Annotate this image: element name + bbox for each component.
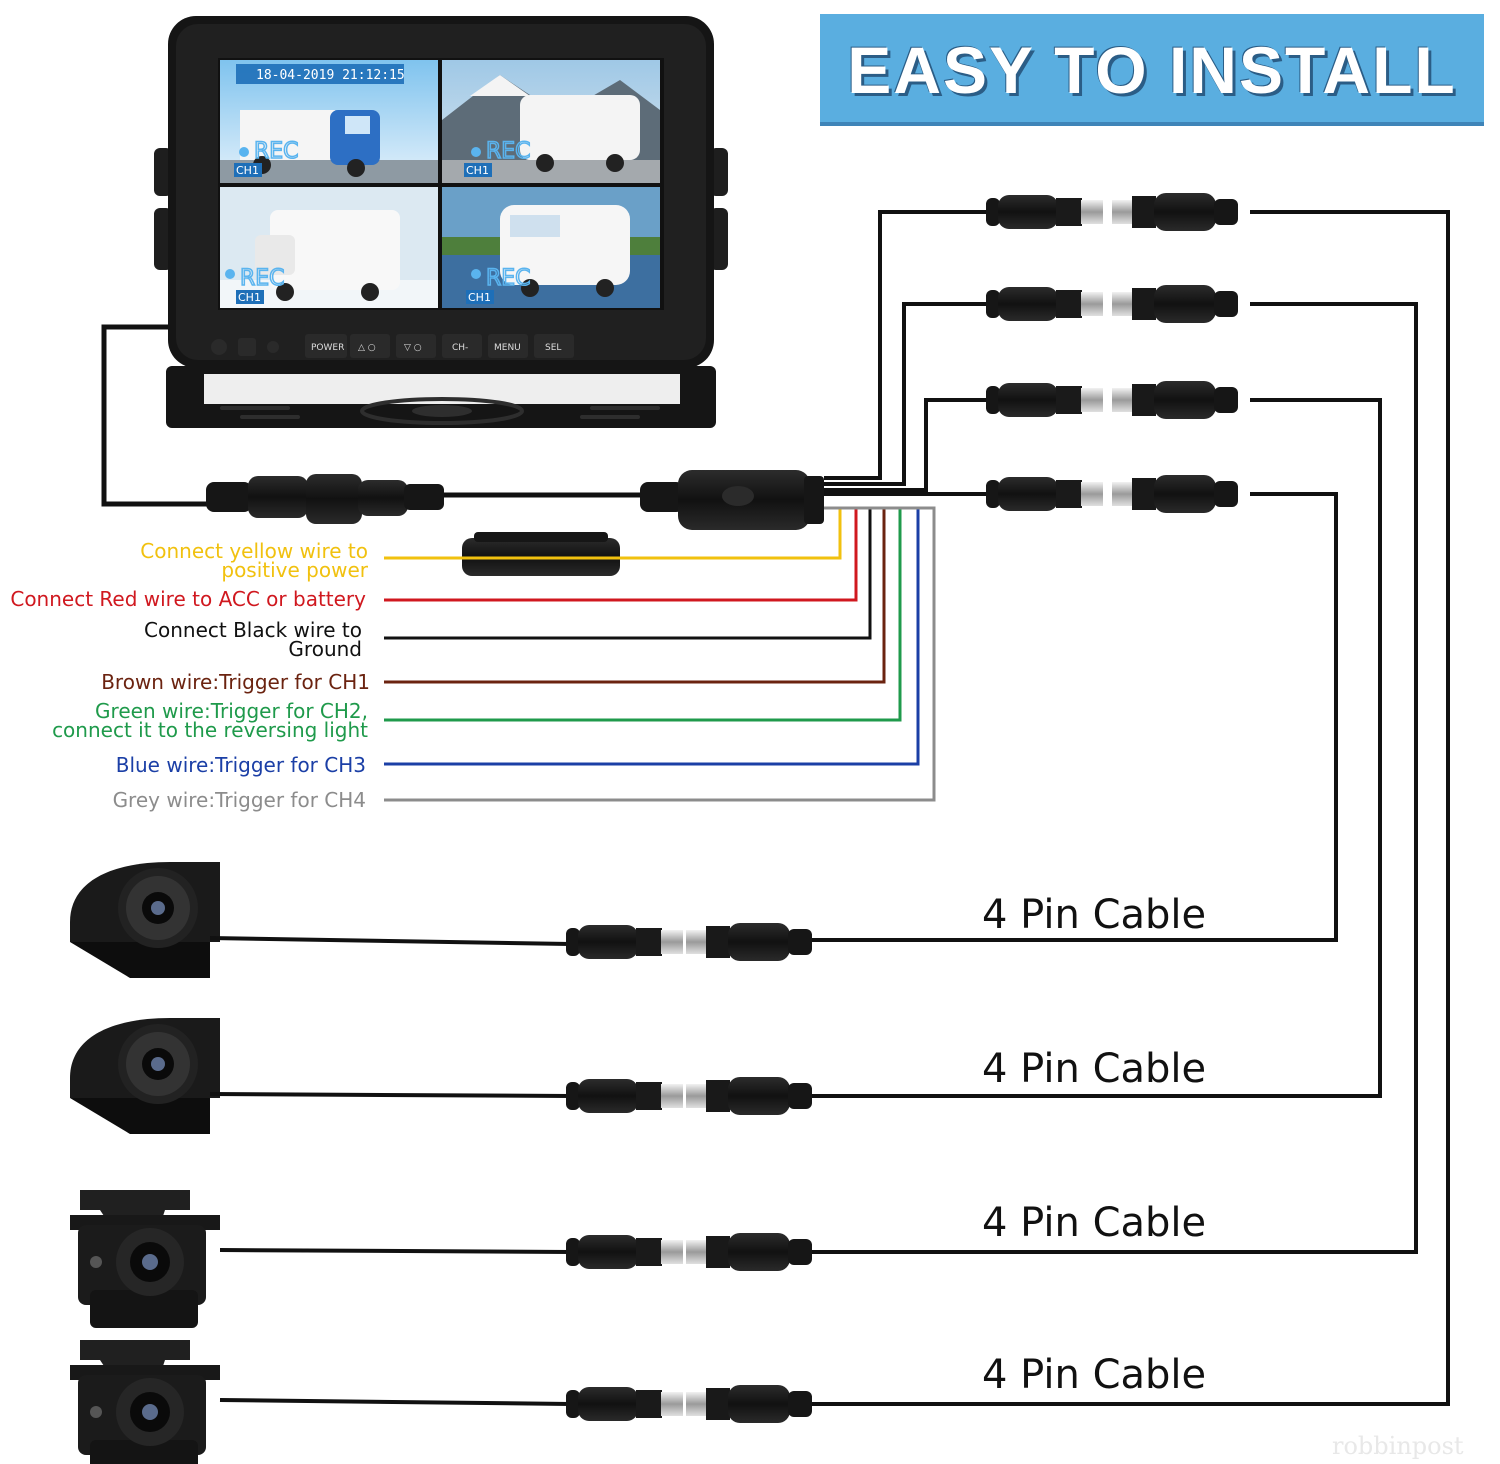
wire-label-yellow: Connect yellow wire to positive power	[140, 539, 368, 582]
wire-label-black: Connect Black wire to Ground	[144, 618, 362, 661]
screen-quadrant-3: REC CH1	[220, 187, 438, 308]
cable-label-3: 4 Pin Cable	[982, 1200, 1207, 1246]
title-banner: EASY TO INSTALL	[820, 14, 1484, 126]
camera-2	[70, 1018, 812, 1134]
rec-label: REC	[254, 139, 299, 164]
wire-label-blue: Blue wire:Trigger for CH3	[115, 753, 366, 777]
monitor-power-cable	[101, 324, 642, 524]
channel-button[interactable]	[442, 334, 482, 358]
fuse-holder	[462, 532, 620, 576]
wire-label-green-line2: connect it to the reversing light	[52, 718, 368, 742]
camera-1	[70, 862, 812, 978]
cable-label-2: 4 Pin Cable	[982, 1046, 1207, 1092]
wire-label-red-line1: Connect Red wire to ACC or battery	[10, 587, 366, 611]
power-button[interactable]	[305, 334, 347, 358]
title-banner-text: EASY TO INSTALL	[847, 33, 1457, 107]
wire-grey	[384, 506, 936, 802]
up-button[interactable]	[350, 334, 390, 358]
monitor-timestamp: 18-04-2019 21:12:15	[256, 68, 405, 83]
down-button[interactable]	[396, 334, 436, 358]
wire-brown	[384, 506, 886, 684]
wire-label-brown: Brown wire:Trigger for CH1	[101, 670, 370, 694]
down-button-label: ▽ ○	[404, 343, 422, 353]
select-button[interactable]	[534, 334, 574, 358]
power-button-label: POWER	[311, 343, 344, 353]
wire-label-red: Connect Red wire to ACC or battery	[10, 587, 366, 611]
menu-button[interactable]	[488, 334, 528, 358]
connector-pair-1	[986, 193, 1238, 231]
camera-3	[70, 1190, 812, 1328]
wire-label-black-line2: Ground	[288, 637, 362, 661]
wire-label-grey: Grey wire:Trigger for CH4	[112, 788, 366, 812]
connector-pair-3	[986, 381, 1238, 419]
channel-tag: CH1	[466, 164, 489, 177]
channel-tag: CH1	[236, 164, 259, 177]
select-button-label: SEL	[545, 343, 561, 353]
video-cables	[808, 210, 1450, 1406]
trigger-wires	[384, 506, 936, 802]
wire-label-brown-line1: Brown wire:Trigger for CH1	[101, 670, 370, 694]
screen-quadrant-1: 18-04-2019 21:12:15 REC CH1	[220, 60, 438, 183]
cable-label-1: 4 Pin Cable	[982, 892, 1207, 938]
wire-green	[384, 506, 902, 722]
wire-label-green-line1: Green wire:Trigger for CH2,	[95, 699, 368, 723]
channel-tag: CH1	[468, 291, 491, 304]
wire-label-blue-line1: Blue wire:Trigger for CH3	[115, 753, 366, 777]
screen-quadrant-4: REC CH1	[442, 187, 660, 308]
wire-label-yellow-line2: positive power	[221, 558, 368, 582]
rec-label: REC	[486, 139, 531, 164]
rec-label: REC	[240, 266, 285, 291]
watermark: robbinpost	[1332, 1432, 1464, 1460]
wire-label-green: Green wire:Trigger for CH2, connect it t…	[52, 699, 368, 742]
monitor: 18-04-2019 21:12:15 REC CH1 REC CH1	[154, 16, 728, 428]
camera-4	[70, 1340, 812, 1464]
rec-label: REC	[486, 266, 531, 291]
screen-quadrant-2: REC CH1	[442, 60, 660, 183]
channel-tag: CH1	[238, 291, 261, 304]
wire-label-black-line1: Connect Black wire to	[144, 618, 362, 642]
connector-pair-4	[986, 475, 1238, 513]
connector-pair-2	[986, 285, 1238, 323]
wire-label-grey-line1: Grey wire:Trigger for CH4	[112, 788, 366, 812]
wire-label-yellow-line1: Connect yellow wire to	[140, 539, 368, 563]
cable-label-4: 4 Pin Cable	[982, 1352, 1207, 1398]
up-button-label: △ ○	[358, 343, 376, 353]
channel-button-label: CH-	[452, 343, 468, 353]
splitter-box	[640, 470, 824, 530]
menu-button-label: MENU	[494, 343, 521, 353]
